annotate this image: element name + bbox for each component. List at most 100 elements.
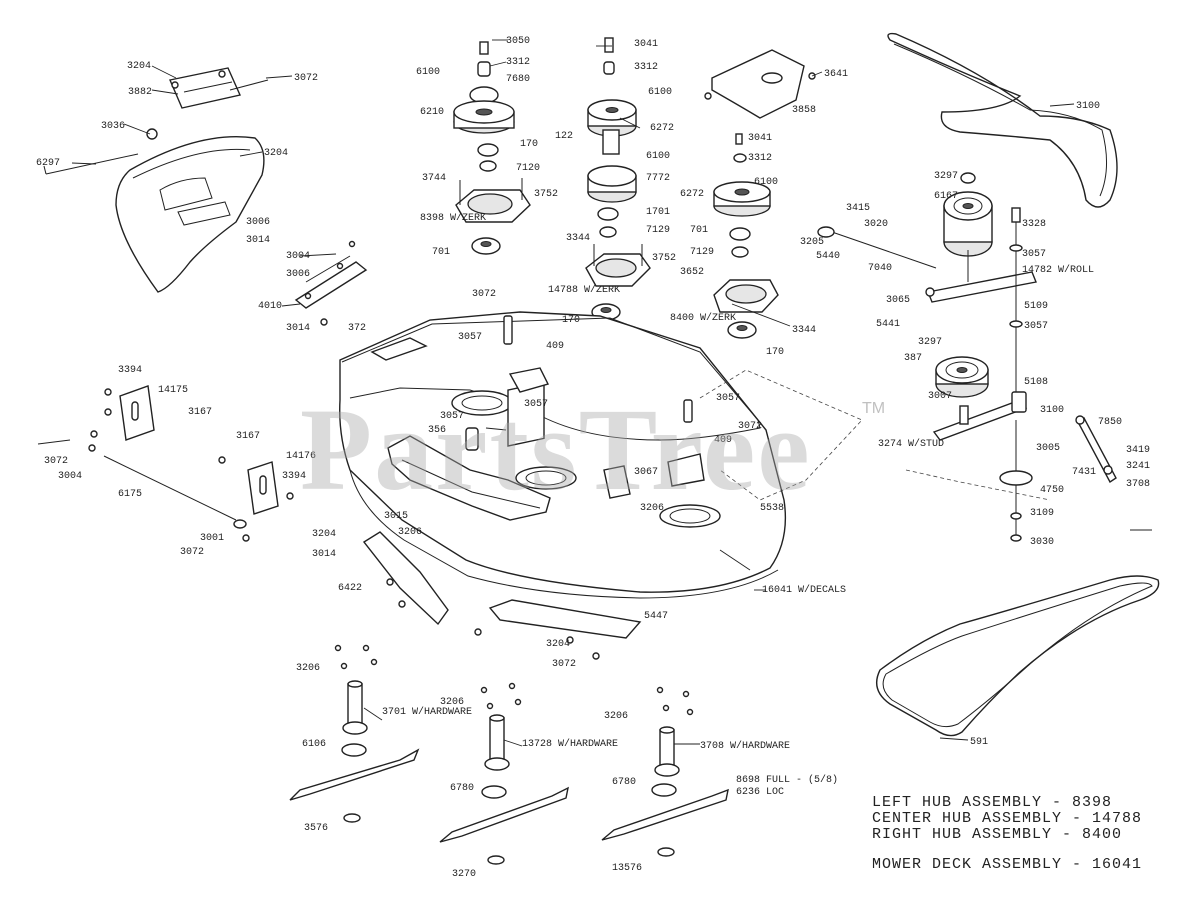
label-3206a: 3206 <box>640 503 664 514</box>
mower-deck-16041 <box>339 311 787 599</box>
label-3312c: 3312 <box>748 153 772 164</box>
right-spindle-blade <box>601 726 729 857</box>
left-hub-stack <box>453 41 531 255</box>
label-3014b: 3014 <box>286 323 310 334</box>
baffle-6422 <box>362 531 449 626</box>
label-3007: 3007 <box>928 391 952 402</box>
label-3312a: 3312 <box>506 57 530 68</box>
label-3344a: 3344 <box>566 233 590 244</box>
blade-hardware-dots <box>334 644 694 716</box>
label-3204b: 3204 <box>264 148 288 159</box>
belt-591 <box>876 575 1160 737</box>
label-6272a: 6272 <box>650 123 674 134</box>
label-3167b: 3167 <box>188 407 212 418</box>
label-6175: 6175 <box>118 489 142 500</box>
label-3005: 3005 <box>1036 443 1060 454</box>
label-3204a: 3204 <box>127 61 151 72</box>
label-3641: 3641 <box>824 69 848 80</box>
label-3241: 3241 <box>1126 461 1150 472</box>
label-701b: 701 <box>690 225 708 236</box>
label-3020: 3020 <box>864 219 888 230</box>
left-spindle-blade <box>289 680 420 823</box>
partstree-watermark: PartsTree <box>300 384 812 515</box>
label-3858: 3858 <box>792 105 816 116</box>
label-6236: 6236 LOC <box>736 787 784 798</box>
label-7129a: 7129 <box>646 225 670 236</box>
label-7431: 7431 <box>1072 467 1096 478</box>
label-5538: 5538 <box>760 503 784 514</box>
center-spindle-blade <box>439 714 569 865</box>
right-hub-stack <box>713 133 779 339</box>
label-3576a: 3576 <box>304 823 328 834</box>
phantom-line-deck <box>699 369 863 501</box>
label-3297b: 3297 <box>918 337 942 348</box>
label-3072d: 3072 <box>180 547 204 558</box>
label-3297a: 3297 <box>934 171 958 182</box>
label-14788: 14788 W/ZERK <box>548 284 620 296</box>
idler-assembly <box>817 172 1117 542</box>
label-6100c: 6100 <box>646 151 670 162</box>
label-3001: 3001 <box>200 533 224 544</box>
label-5447: 5447 <box>644 611 668 622</box>
label-3652: 3652 <box>680 267 704 278</box>
label-3015: 3015 <box>384 511 408 522</box>
label-3006a: 3006 <box>246 217 270 228</box>
label-3014a: 3014 <box>246 235 270 246</box>
label-3057d: 3057 <box>440 411 464 422</box>
label-3744: 3744 <box>422 173 446 184</box>
assembly-left-hub: LEFT HUB ASSEMBLY - 8398 <box>872 794 1113 811</box>
part-labels: 3204 3882 3072 3036 6297 3204 3006 3014 … <box>36 36 1150 880</box>
label-3065: 3065 <box>886 295 910 306</box>
label-170a: 170 <box>520 139 538 150</box>
label-3752a: 3752 <box>534 189 558 200</box>
label-3072c: 3072 <box>44 456 68 467</box>
label-701a: 701 <box>432 247 450 258</box>
label-14175: 14175 <box>158 385 188 396</box>
label-3057a: 3057 <box>1022 249 1046 260</box>
label-14782: 14782 W/ROLL <box>1022 264 1094 276</box>
label-7680: 7680 <box>506 74 530 85</box>
label-6780b: 6780 <box>612 777 636 788</box>
label-3204c: 3204 <box>312 529 336 540</box>
label-7772: 7772 <box>646 173 670 184</box>
label-3394: 3394 <box>118 365 142 376</box>
label-3100b: 3100 <box>1040 405 1064 416</box>
label-3057c: 3057 <box>458 332 482 343</box>
label-3004b: 3004 <box>58 471 82 482</box>
label-3708a: 3708 <box>1126 479 1150 490</box>
label-3344b: 3344 <box>792 325 816 336</box>
label-3752b: 3752 <box>652 253 676 264</box>
label-3328: 3328 <box>1022 219 1046 230</box>
label-14176: 14176 <box>286 451 316 462</box>
label-3100: 3100 <box>1076 101 1100 112</box>
baffle-5447 <box>474 599 642 660</box>
assembly-right-hub: RIGHT HUB ASSEMBLY - 8400 <box>872 826 1123 843</box>
label-387: 387 <box>904 353 922 364</box>
label-1701: 1701 <box>646 207 670 218</box>
label-6297: 6297 <box>36 158 60 169</box>
label-170b: 170 <box>562 315 580 326</box>
label-3206c: 3206 <box>296 663 320 674</box>
label-6100b: 6100 <box>648 87 672 98</box>
assembly-center-hub: CENTER HUB ASSEMBLY - 14788 <box>872 810 1143 827</box>
label-5440: 5440 <box>816 251 840 262</box>
label-372: 372 <box>348 323 366 334</box>
label-3204d: 3204 <box>546 639 570 650</box>
assembly-mower-deck: MOWER DECK ASSEMBLY - 16041 <box>872 856 1143 873</box>
label-122: 122 <box>555 131 573 142</box>
label-8398: 8398 W/ZERK <box>420 212 486 224</box>
left-brackets <box>37 385 294 542</box>
label-3205: 3205 <box>800 237 824 248</box>
label-3030: 3030 <box>1030 537 1054 548</box>
label-3057e: 3057 <box>524 399 548 410</box>
label-8400: 8400 W/ZERK <box>670 312 736 324</box>
label-6100d: 6100 <box>754 177 778 188</box>
label-7850: 7850 <box>1098 417 1122 428</box>
label-3270: 3270 <box>452 869 476 880</box>
label-6210: 6210 <box>420 107 444 118</box>
label-3415: 3415 <box>846 203 870 214</box>
label-7040: 7040 <box>868 263 892 274</box>
label-356: 356 <box>428 425 446 436</box>
label-4010: 4010 <box>258 301 282 312</box>
